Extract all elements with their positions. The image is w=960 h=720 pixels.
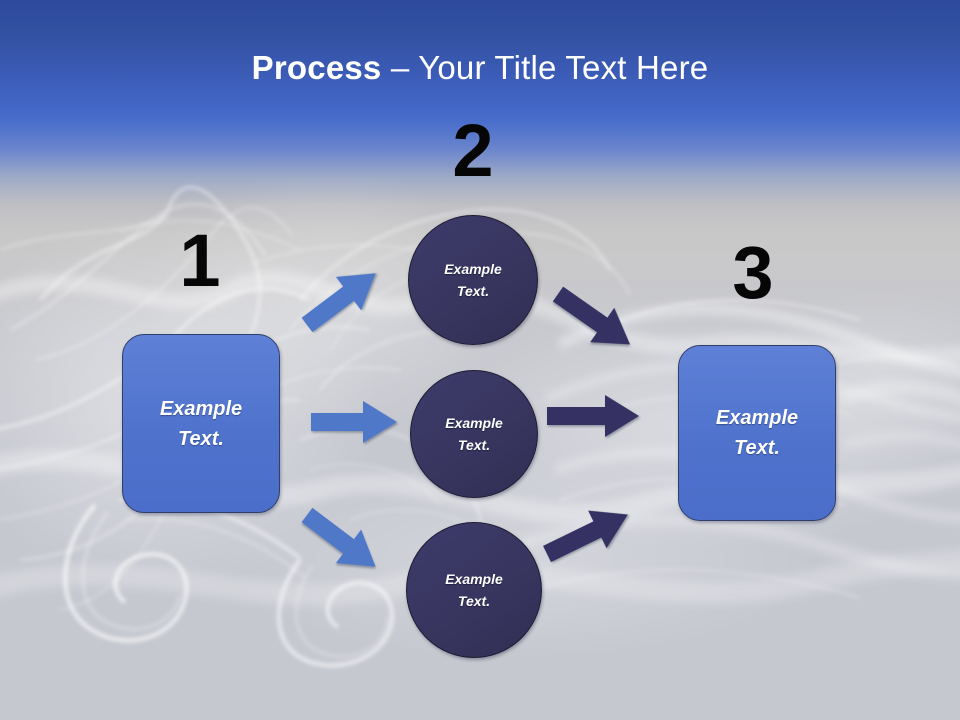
process-box-output[interactable]: Example Text. xyxy=(678,345,836,521)
process-circle-top[interactable]: Example Text. xyxy=(408,215,538,345)
process-circle-middle-line1: Example xyxy=(445,415,503,431)
process-circle-middle-line2: Text. xyxy=(457,437,491,453)
process-box-input[interactable]: Example Text. xyxy=(122,334,280,513)
process-circle-bottom-line2: Text. xyxy=(457,593,491,609)
process-box-input-line2: Text. xyxy=(178,427,224,450)
step-number-1: 1 xyxy=(179,219,221,302)
process-box-input-line1: Example xyxy=(159,397,243,420)
step-number-3: 3 xyxy=(732,231,774,314)
arrow-top-to-right xyxy=(552,286,631,345)
slide-title-strong: Process xyxy=(251,49,382,86)
arrow-bottom-to-right xyxy=(543,510,628,563)
process-circle-middle[interactable]: Example Text. xyxy=(410,370,538,498)
slide-title-light: Your Title Text Here xyxy=(418,49,709,86)
arrow-left-to-mid xyxy=(311,401,397,443)
arrow-left-to-bottom xyxy=(301,507,376,567)
process-box-output-line1: Example xyxy=(715,407,799,429)
process-box-output-line2: Text. xyxy=(734,437,780,459)
process-circle-bottom[interactable]: Example Text. xyxy=(406,522,542,658)
arrow-mid-to-right xyxy=(547,395,639,437)
process-circle-top-line1: Example xyxy=(444,261,502,277)
slide-title-separator: – xyxy=(381,49,419,86)
process-circle-bottom-line1: Example xyxy=(445,571,503,587)
arrow-left-to-top xyxy=(301,273,376,333)
slide-title: Process – Your Title Text Here xyxy=(0,48,960,88)
process-circle-top-line2: Text. xyxy=(456,283,490,299)
step-number-2: 2 xyxy=(452,109,494,192)
